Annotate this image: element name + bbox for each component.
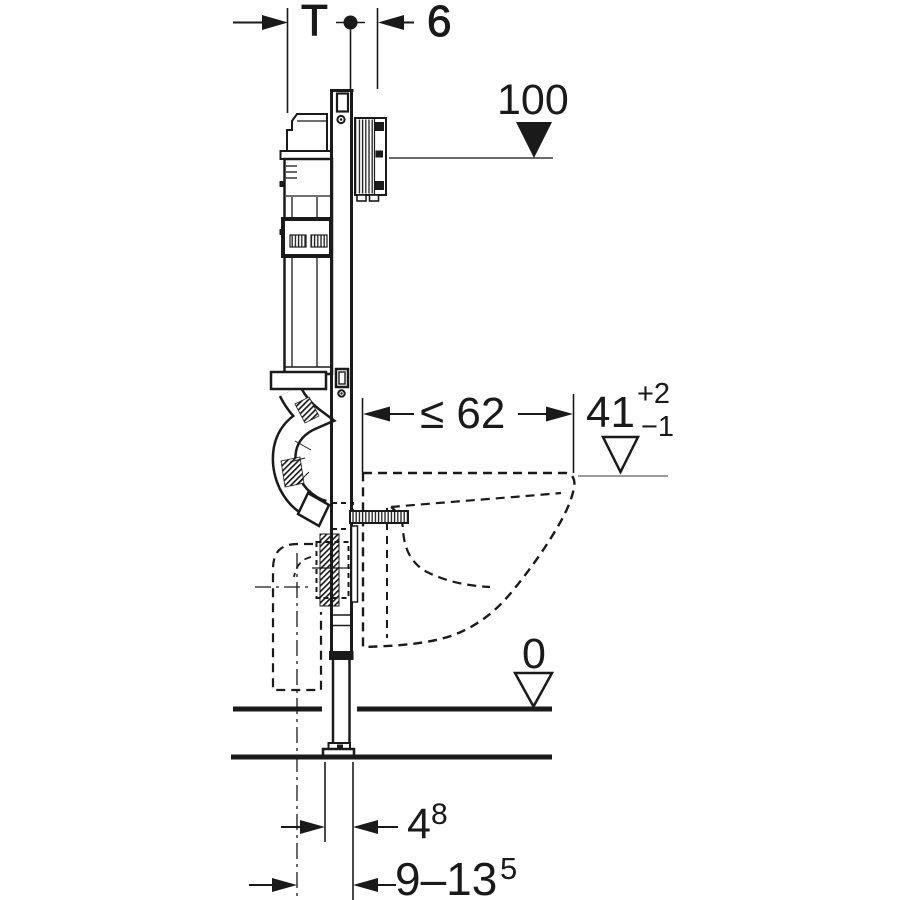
cistern — [269, 113, 334, 391]
protection-box-corrugation — [356, 119, 374, 194]
bottom-extension-lines — [324, 762, 354, 900]
pan-fixing-plate — [350, 525, 359, 603]
wc-pan-outline — [361, 471, 576, 649]
flush-bend-corrugation-lower — [280, 456, 305, 488]
dim-4-footnote: 8 — [431, 798, 448, 831]
rail-channel — [333, 607, 349, 653]
dimension-9-13: 9–13 5 — [249, 851, 517, 900]
flush-valve-grille-right — [310, 234, 328, 248]
flush-bend-construction-lines — [289, 440, 312, 486]
drain-elbow-outline — [255, 542, 323, 900]
level-marker-100: 100 — [497, 76, 569, 158]
dim-4-label: 4 — [407, 800, 431, 848]
protection-box-clip-mid — [375, 150, 383, 158]
bracket-bolt-center — [340, 392, 343, 395]
dimension-t: T — [233, 0, 328, 113]
centerline-dot-icon — [343, 15, 358, 30]
floor — [231, 706, 552, 760]
rail-top-bolt-center — [339, 118, 343, 121]
bracket-slot — [338, 371, 346, 385]
frame-centerline-mark — [336, 15, 365, 89]
threaded-rod — [349, 510, 409, 524]
level-0-label: 0 — [522, 630, 546, 678]
protection-box-foot-left — [356, 194, 367, 202]
rail-top-slot — [335, 92, 350, 113]
dimension-4: 4 8 — [281, 798, 448, 848]
level-100-label: 100 — [497, 76, 569, 124]
dimension-max-62: ≤ 62 — [361, 389, 575, 473]
level-marker-0-icon — [512, 671, 555, 710]
dim-t-label: T — [301, 0, 328, 45]
flush-valve-grille-left — [289, 234, 307, 248]
fill-valve-housing — [286, 113, 328, 152]
dim-t-arrow-icon — [262, 15, 288, 30]
protection-box — [354, 117, 387, 202]
dim-9-13-footnote: 5 — [500, 851, 517, 886]
protection-box-foot-right — [368, 194, 380, 202]
rail-lower-bracket — [334, 367, 350, 398]
level-marker-100-icon — [516, 122, 552, 158]
flush-bend — [271, 385, 337, 528]
pan-rim-back-line — [390, 491, 562, 509]
dim-max-62-label: ≤ 62 — [420, 389, 505, 438]
flush-bend-corrugation-upper — [294, 396, 320, 424]
foot-bolt — [337, 744, 343, 749]
flush-bend-socket — [296, 491, 331, 528]
dim-4-arrow-left-icon — [300, 820, 325, 834]
leg-clamp — [329, 651, 354, 660]
protection-box-clip-bottom — [374, 181, 384, 190]
pan-bowl-line — [390, 506, 491, 589]
elbow-profile — [271, 542, 323, 692]
dim-913-arrow-left-icon — [272, 878, 297, 892]
protection-box-clip-top — [374, 122, 384, 131]
level-marker-41: 41 +2 −1 — [586, 378, 674, 475]
level-marker-0: 0 — [512, 630, 555, 710]
dimension-6: 6 — [376, 0, 452, 89]
dim-62-arrow-left-icon — [363, 406, 390, 422]
pan-outer-profile — [361, 471, 576, 649]
level-41-label: 41 — [586, 388, 635, 437]
dim-4-arrow-right-icon — [353, 820, 378, 834]
level-marker-41-icon — [600, 435, 641, 475]
level-41-tolerance-plus: +2 — [637, 378, 670, 410]
dim-62-arrow-right-icon — [546, 406, 573, 422]
dim-9-13-label: 9–13 — [395, 853, 497, 900]
dim-6-arrow-icon — [378, 15, 404, 30]
anchor-hatch — [319, 533, 340, 607]
cistern-tab-upper — [279, 181, 285, 187]
level-41-tolerance-minus: −1 — [641, 411, 674, 443]
elbow-inner-arc — [293, 556, 312, 578]
dim-913-arrow-right-icon — [353, 878, 378, 892]
cistern-vent-slots — [286, 165, 297, 179]
cistern-outlet-flange — [269, 370, 328, 391]
dim-6-label: 6 — [427, 0, 451, 46]
